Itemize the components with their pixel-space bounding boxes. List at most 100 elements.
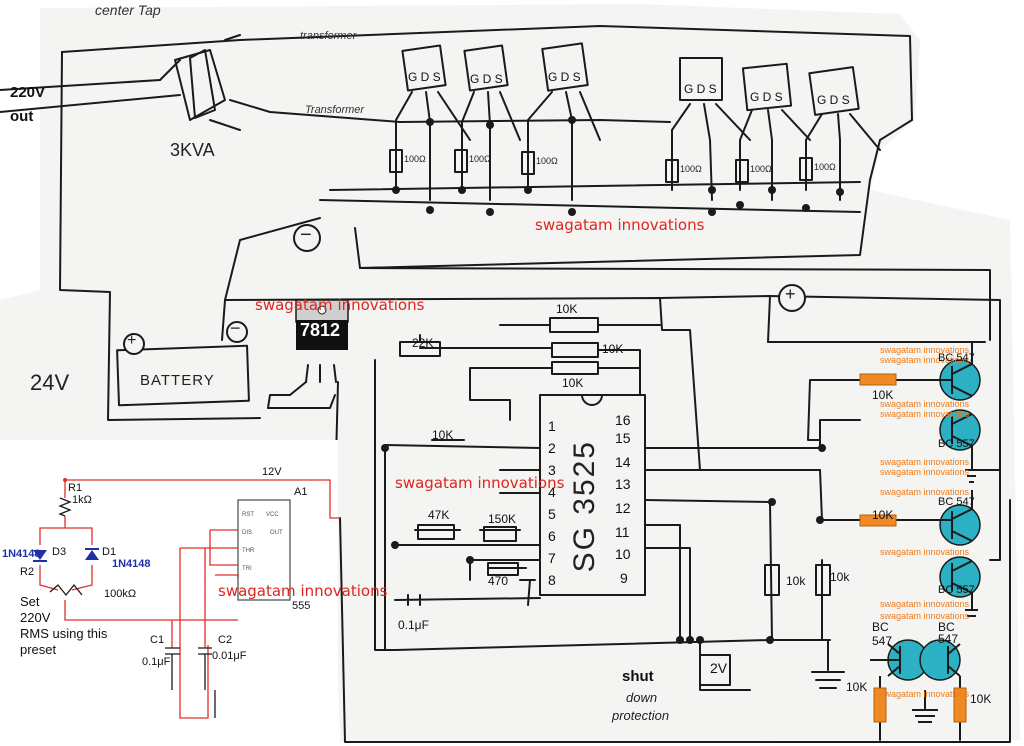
supply-24v-label: 24V [30,370,70,395]
watermark-stack-10: swagatam innovations [880,611,970,621]
ic-pin-5: 5 [548,506,556,522]
q6-label-b: 547 [938,632,959,646]
driver-res-3-label: 10K [846,680,868,694]
ic-pin-6: 6 [548,528,556,544]
inset-diodes [33,550,99,560]
watermark-stack-3: swagatam innovations [880,399,970,409]
q6-label-a: BC [938,620,955,634]
cap-01uf-label: 0.1μF [398,618,429,632]
res-10k-right-1-label: 10k [786,574,806,588]
ic-pin-10: 10 [615,546,631,562]
inset-note-4: preset [20,642,57,657]
res-10k-mid-label: 10K [602,342,624,356]
q5-label-a: BC [872,620,889,634]
gate-res-2-label: 100Ω [469,154,491,164]
inset-12v-label: 12V [262,466,282,478]
ic-pin-7: 7 [548,550,556,566]
inset-d3-label: D3 [52,546,67,558]
output-out-label: out [10,108,34,125]
ic-pin-1: 1 [548,418,556,434]
inset-pin-tri: TRI [242,566,252,572]
res-10k-low-label: 10K [562,376,584,390]
inset-note-1: Set [20,594,40,609]
watermark-2: swagatam innovations [255,296,425,314]
watermark-stack-9: swagatam innovations [880,599,970,609]
ic-pin-13: 13 [615,476,631,492]
inset-c1-value: 0.1μF [142,656,171,668]
ic-pin-4: 4 [548,484,556,500]
gate-res-4-label: 100Ω [680,164,702,174]
center-tap-label: center Tap [95,2,161,18]
watermark-stack-1: swagatam innovations [880,345,970,355]
gate-res-5-label: 100Ω [750,164,772,174]
ic-pin-8: 8 [548,572,556,588]
terminal-circles [123,224,806,355]
inset-diode-left-label: 1N4148 [2,548,41,560]
inset-node [63,478,67,482]
transformer-label-bottom: Transformer [305,104,365,116]
shutdown-label-2: down [626,690,658,705]
q1-label: BC 547 [938,352,975,364]
battery-plus-label: + [127,332,137,349]
battery-label: BATTERY [140,372,215,389]
inset-r2-value: 100kΩ [104,588,137,600]
ic-pin-16: 16 [615,412,631,428]
inset-pin-thr: THR [242,548,255,554]
inset-note-3: RMS using this [20,626,108,641]
mosfet-1-pins: G D S [408,70,441,84]
shutdown-2v-label: 2V [710,660,728,676]
gate-res-3-label: 100Ω [536,156,558,166]
q5-label-b: 547 [872,634,893,648]
watermark-stack-4: swagatam innovations [880,409,970,419]
q3-label: BC 547 [938,496,975,508]
watermark-4: swagatam innovations [218,582,388,600]
inset-pin-dis: DIS [242,530,253,536]
res-10k-right-2-label: 10k [830,570,850,584]
inset-note-2: 220V [20,610,51,625]
inset-c2-value: 0.01μF [212,650,247,662]
ic-pin-2: 2 [548,440,556,456]
res-10k-top-label: 10K [556,302,578,316]
inset-r1-value: 1kΩ [72,494,92,506]
kva-label: 3KVA [170,140,215,160]
shutdown-label-3: protection [612,708,670,723]
res-470-label: 470 [488,574,509,588]
ic-pin-3: 3 [548,462,556,478]
gate-res-6-label: 100Ω [814,162,836,172]
inset-d1-label: D1 [102,546,117,558]
mosfet-3-pins: G D S [548,70,581,84]
watermark-stack-2: swagatam innovations [880,355,970,365]
gate-res-1-label: 100Ω [404,154,426,164]
ic-pin-14: 14 [615,454,631,470]
driver-stage [859,342,1000,723]
inset-r1-label: R1 [68,482,83,494]
inset-pin-rst: RST [242,512,254,518]
inset-panel [0,440,338,746]
res-10k-pin2-label: 10K [432,428,454,442]
plus-terminal-label: + [785,284,796,304]
pot-22k-label: 22K [412,336,434,350]
watermark-stack-7: swagatam innovations [880,487,970,497]
inset-c2-label: C2 [218,634,233,646]
minus-terminal-label: − [300,224,312,246]
driver-res-2-label: 10K [872,508,894,522]
inset-c1-label: C1 [150,634,165,646]
q2-label: BC 557 [938,438,975,450]
inset-pin-out: OUT [270,530,283,536]
inset-r2-label: R2 [20,566,35,578]
inset-555-label: 555 [292,600,311,612]
watermark-stack-5: swagatam innovations [880,457,970,467]
q4-label: BC 557 [938,584,975,596]
inset-a1-label: A1 [294,486,308,498]
transformer-label-top: transformer [300,30,357,42]
regulator-7812 [295,299,349,350]
driver-res-4-label: 10K [970,692,992,706]
ic-pin-15: 15 [615,430,631,446]
mosfet-2-pins: G D S [470,72,503,86]
driver-res-1-label: 10K [872,388,894,402]
ic-pin-9: 9 [620,570,628,586]
ic-pin-11: 11 [615,524,630,540]
ic-sg3525-label: SG 3525 [568,440,601,573]
